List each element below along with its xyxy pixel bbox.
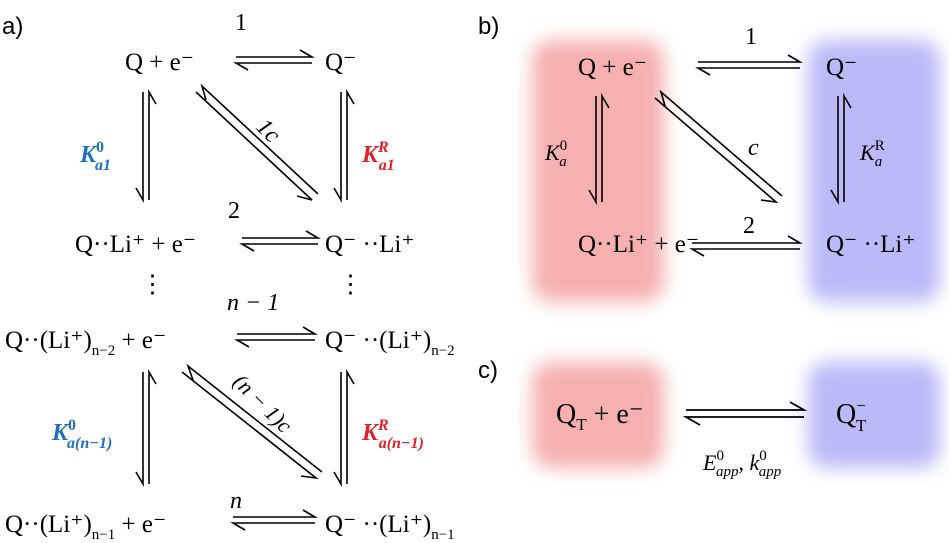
b-arrows: [588, 54, 852, 257]
a-species-q-li-e: Q··Li⁺ + e⁻: [75, 231, 196, 258]
a-arrow-diag-top: [195, 83, 319, 201]
c-species-qt-e: QT + e⁻: [556, 399, 644, 434]
b-species-q-e: Q + e⁻: [578, 54, 647, 81]
a-reaction-1c-label: 1c: [251, 114, 286, 149]
b-arrow-h1: [695, 54, 803, 76]
c-arrows: [682, 401, 808, 426]
b-oxidized-band: [532, 40, 664, 302]
b-reaction-1-label: 1: [745, 24, 757, 50]
a-arrow-v-left-bottom: [135, 369, 157, 487]
a-reaction-1-label: 1: [235, 10, 247, 36]
panel-b-label: b): [478, 13, 499, 40]
a-reaction-n1c-label: (n − 1)c: [228, 369, 297, 438]
b-arrow-v-right: [830, 93, 852, 205]
a-species-q-minus-lin1: Q⁻ ··(Li⁺)n−1: [325, 511, 455, 543]
a-dots-right: ⋮: [338, 271, 363, 298]
a-species-q-minus: Q⁻: [325, 49, 356, 76]
c-arrow-h: [682, 401, 808, 426]
a-arrow-hn: [230, 509, 318, 531]
a-reaction-n1-label: n − 1: [227, 290, 279, 316]
c-species-qt-minus: Q−T: [836, 396, 867, 435]
b-species-q-li-e: Q··Li⁺ + e⁻: [578, 231, 699, 258]
a-species-q-e: Q + e⁻: [125, 49, 194, 76]
panel-c-label: c): [478, 357, 498, 384]
b-reaction-c-label: c: [748, 135, 759, 161]
a-arrows: [135, 49, 355, 531]
b-reaction-2-label: 2: [743, 213, 755, 239]
a-arrow-v-left-top: [135, 89, 157, 203]
a-arrow-v-right-top: [333, 89, 355, 203]
a-species-q-lin2-e: Q··(Li⁺)n−2 + e⁻: [5, 327, 166, 359]
a-arrow-v-right-bottom: [333, 369, 355, 487]
a-arrow-diag-bottom: [181, 363, 323, 480]
a-arrow-h2: [239, 230, 321, 252]
a-species-q-minus-lin2: Q⁻ ··(Li⁺)n−2: [325, 327, 455, 359]
a-arrow-hn1: [234, 326, 318, 348]
b-arrow-v-left: [588, 93, 610, 205]
b-species-q-minus-li: Q⁻ ··Li⁺: [826, 231, 916, 258]
b-arrow-h2: [689, 235, 803, 257]
b-arrow-diag: [654, 89, 783, 204]
b-species-q-minus: Q⁻: [826, 54, 857, 81]
panel-a-label: a): [2, 13, 23, 40]
a-species-q-lin1-e: Q··(Li⁺)n−1 + e⁻: [5, 511, 166, 543]
a-reaction-n-label: n: [230, 488, 242, 514]
c-oxidized-band: [532, 362, 664, 468]
a-arrow-h1: [233, 49, 315, 71]
b-reduced-band: [808, 40, 940, 302]
a-dots-left: ⋮: [140, 271, 165, 298]
a-species-q-minus-li: Q⁻ ··Li⁺: [325, 231, 415, 258]
c-reduced-band: [808, 362, 940, 468]
a-reaction-2-label: 2: [228, 198, 240, 224]
